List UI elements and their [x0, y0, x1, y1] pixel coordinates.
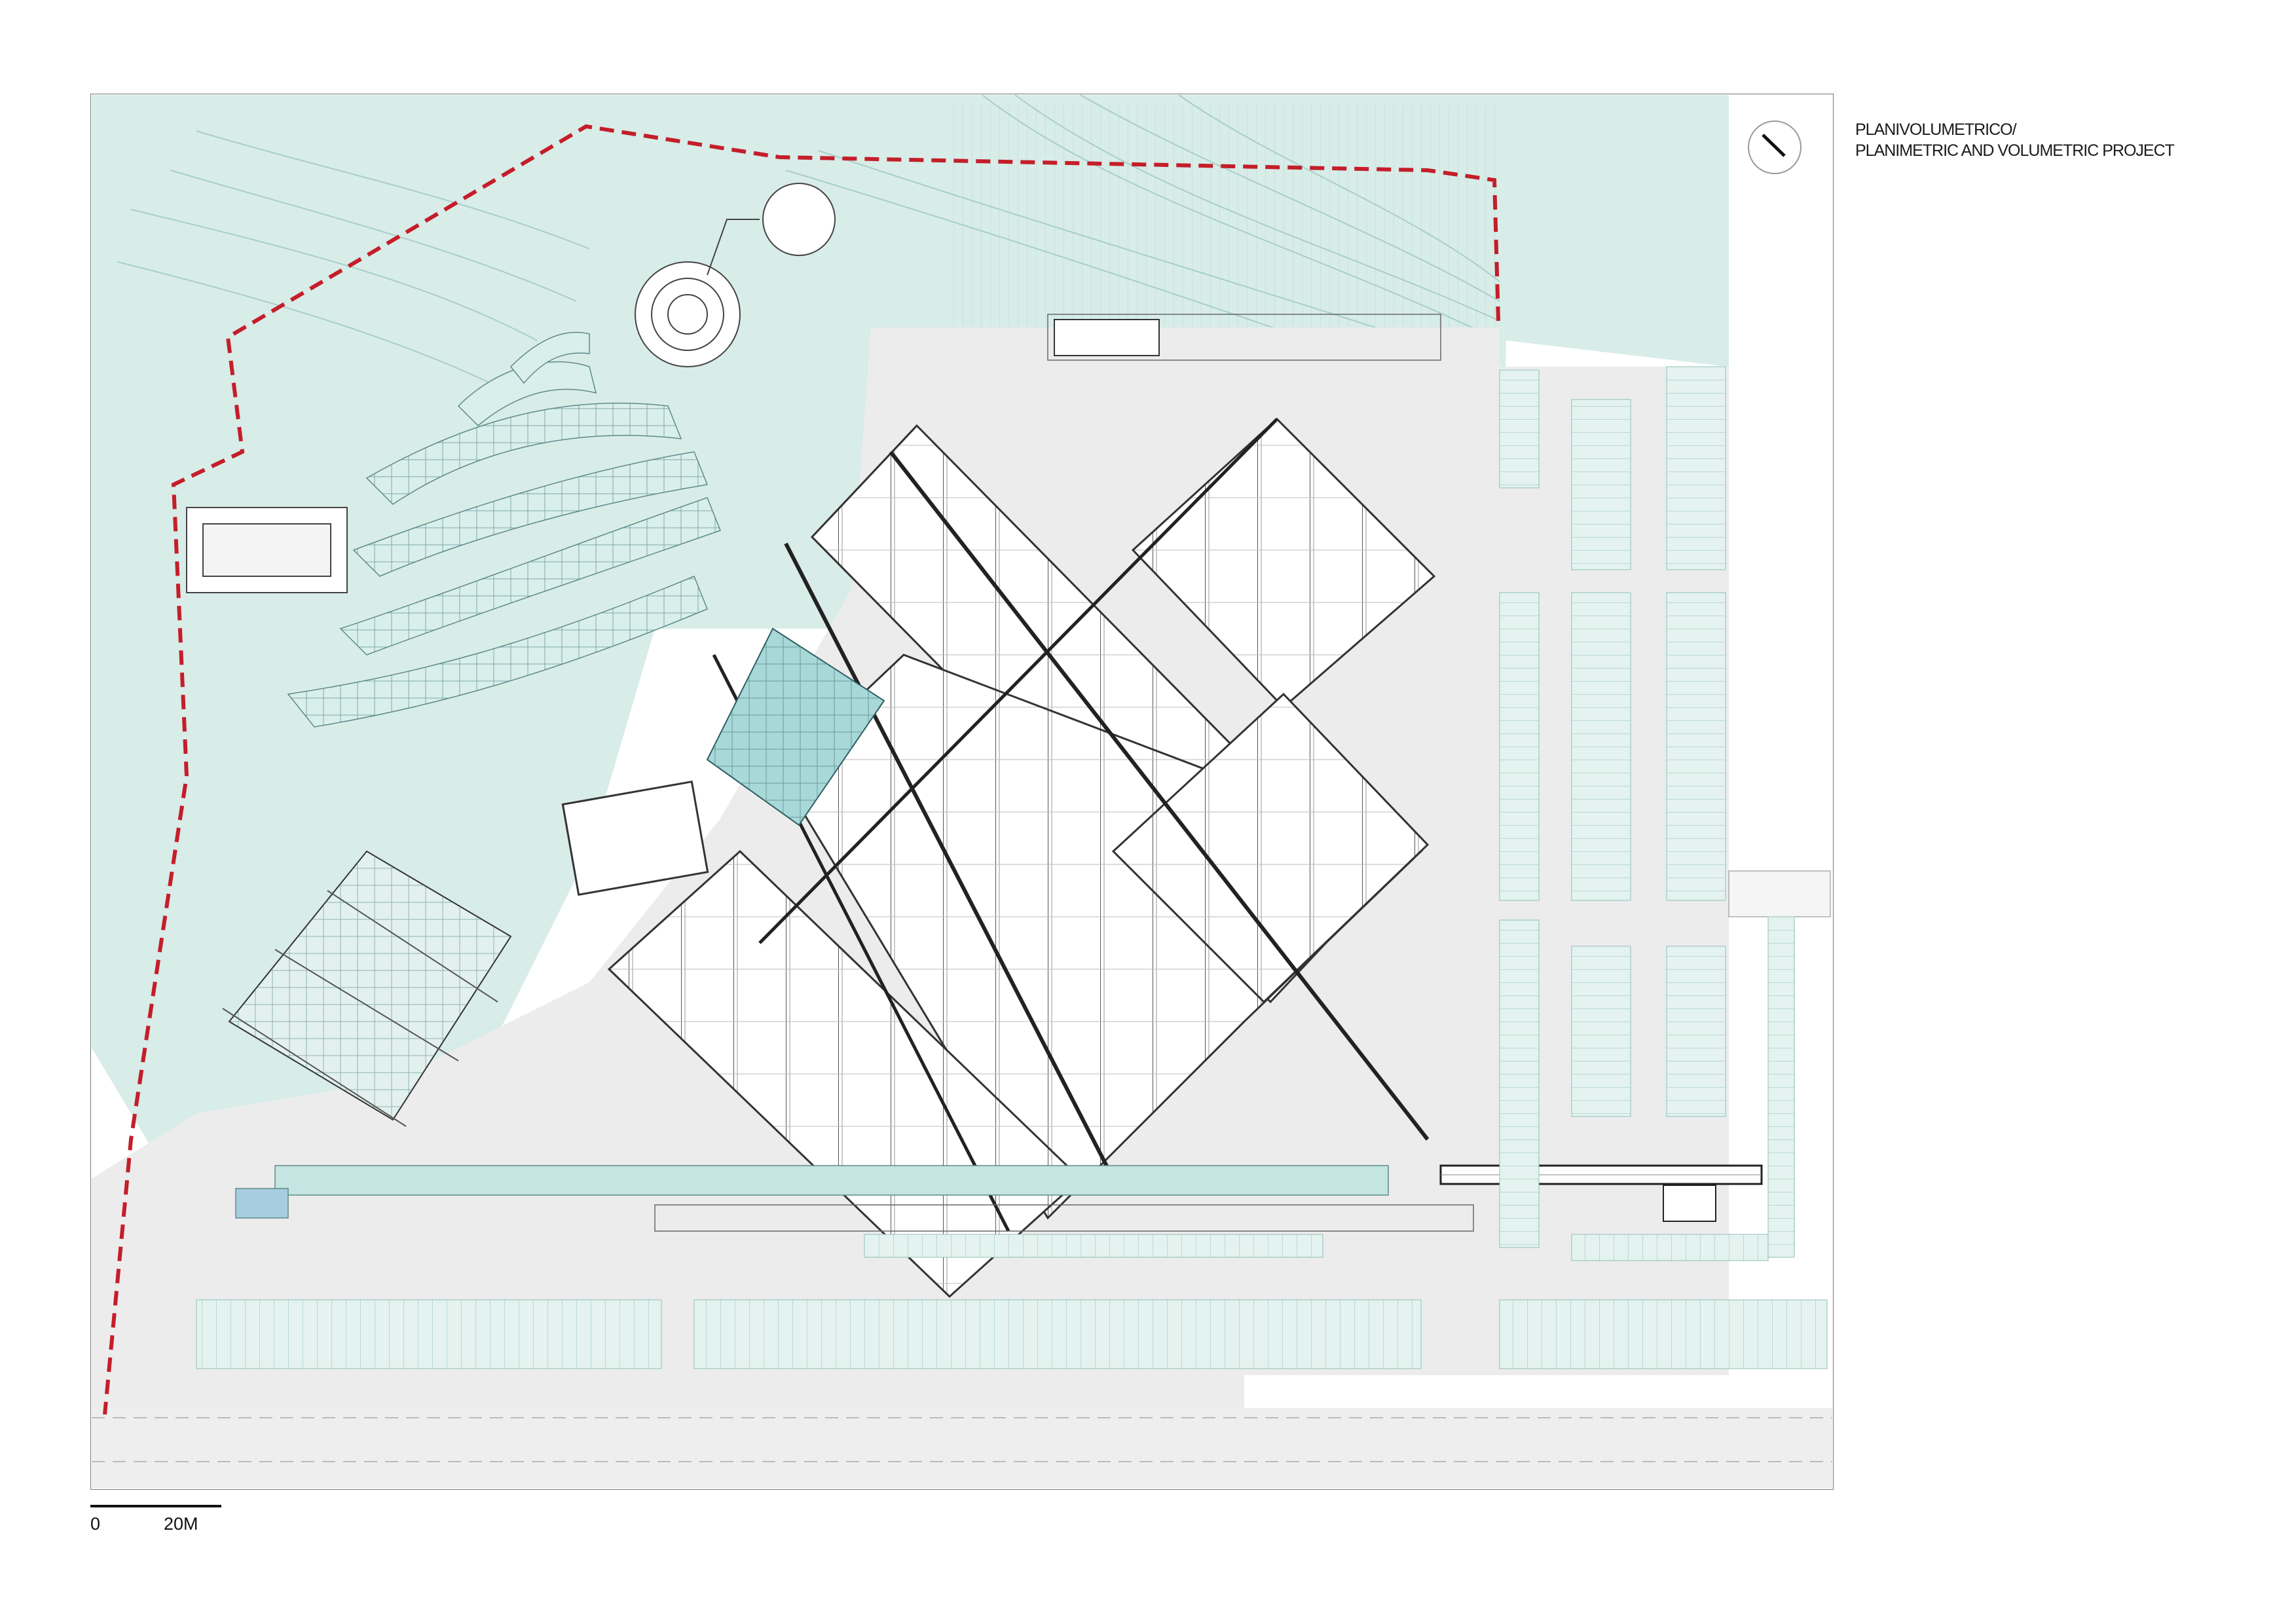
- main-building: [607, 417, 1436, 1299]
- scale-end-label: 20M: [164, 1514, 198, 1534]
- site-plan: [90, 94, 1834, 1490]
- scale-start-label: 0: [90, 1514, 101, 1534]
- title-line-2: PLANIMETRIC AND VOLUMETRIC PROJECT: [1855, 141, 2175, 160]
- road-strip: [92, 1408, 1832, 1488]
- scale-bar: 0 20M: [90, 1505, 221, 1534]
- terrain-hatch: [950, 105, 1500, 327]
- north-arrow-icon: [1748, 120, 1802, 174]
- water-tanks: [635, 183, 836, 367]
- parking-south: [196, 1234, 1828, 1369]
- pedestrian-bridge: [1439, 1164, 1763, 1222]
- courtyard-block: [561, 780, 709, 896]
- site-boundary: [103, 124, 1500, 1415]
- pergola-structure: [222, 850, 512, 1127]
- hillside-building-grid: [288, 403, 720, 727]
- scale-bar-line: [90, 1505, 221, 1507]
- parking-east: [1499, 366, 1831, 1258]
- entry-pavilion: [1054, 319, 1160, 356]
- hall-east: [1111, 692, 1430, 1004]
- annex-building: [186, 507, 348, 593]
- drawing-title: PLANIVOLUMETRICO/ PLANIMETRIC AND VOLUME…: [1855, 119, 2175, 161]
- water-basin: [274, 1165, 1389, 1196]
- title-line-1: PLANIVOLUMETRICO/: [1855, 120, 2017, 139]
- hall-north-east: [1131, 417, 1436, 709]
